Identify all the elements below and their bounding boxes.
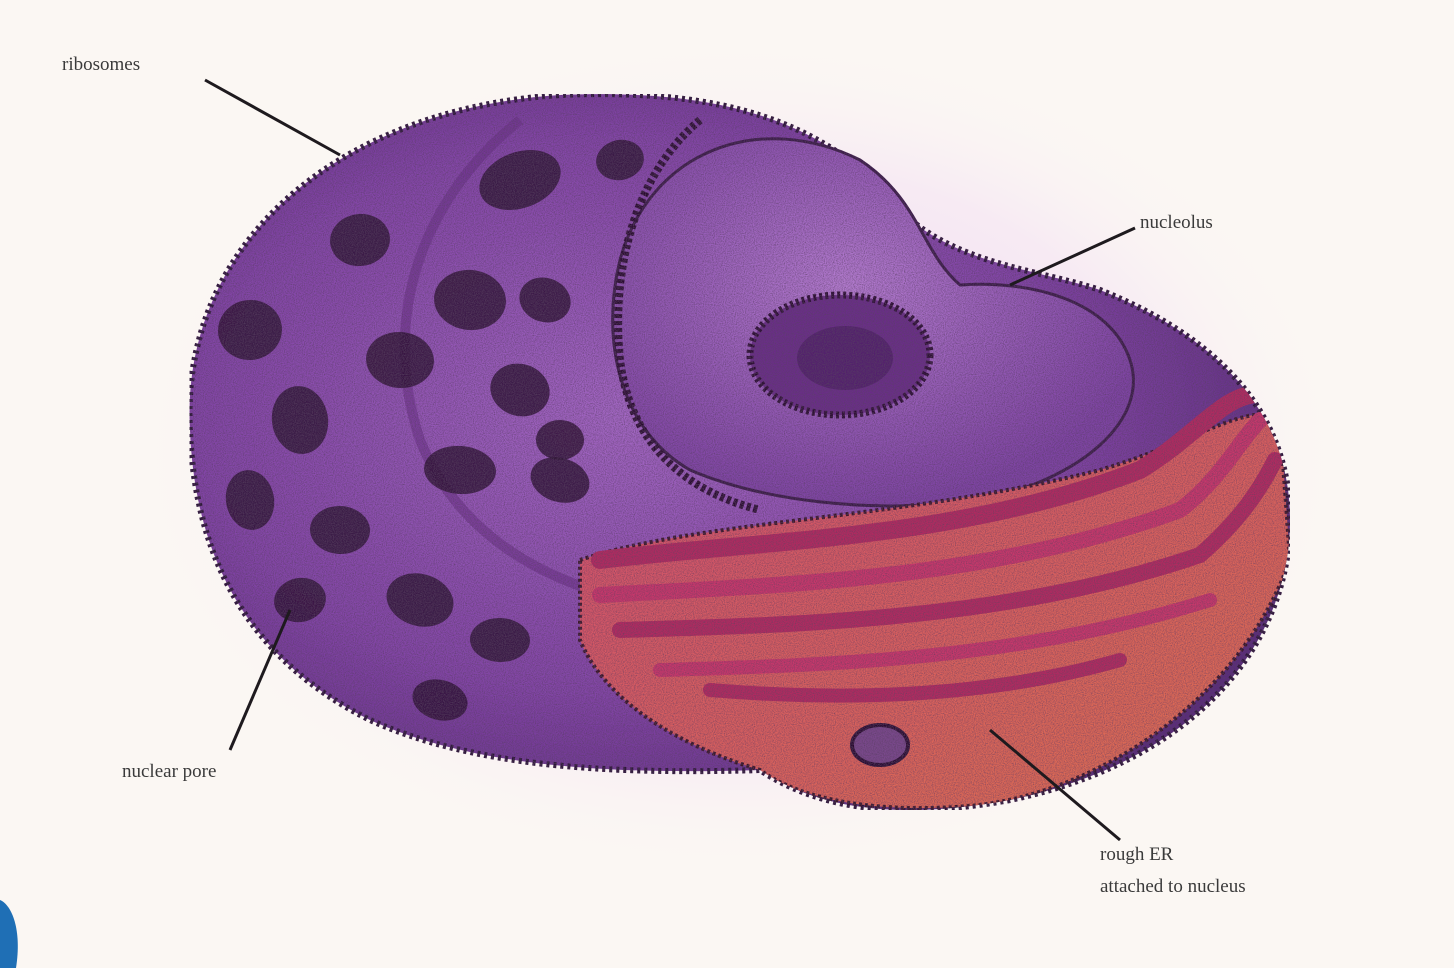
er-vesicle	[852, 725, 908, 765]
label-ribosomes: ribosomes	[62, 54, 140, 75]
nucleolus-core	[797, 326, 893, 390]
label-rough-er-line1: rough ER	[1100, 844, 1174, 865]
label-nuclear-pore: nuclear pore	[122, 761, 216, 782]
label-rough-er-line2: attached to nucleus	[1100, 876, 1246, 897]
label-nucleolus: nucleolus	[1140, 212, 1213, 233]
